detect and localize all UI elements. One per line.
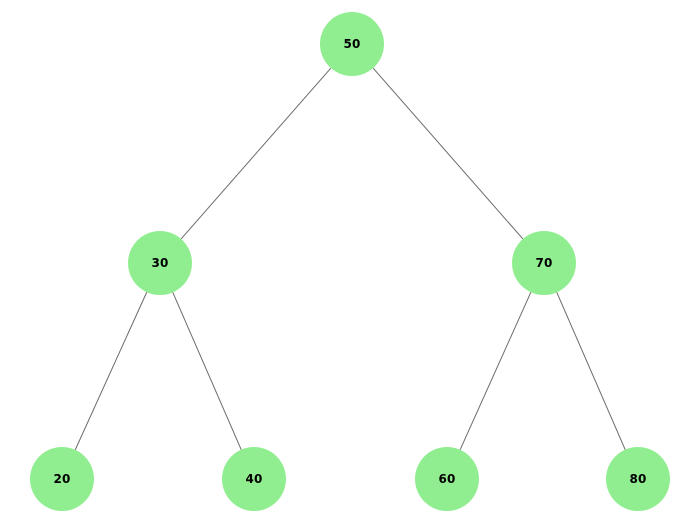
- tree-node-label: 40: [245, 472, 263, 486]
- tree-edge: [372, 67, 524, 240]
- tree-edge: [556, 292, 626, 450]
- tree-node-label: 20: [53, 472, 71, 486]
- tree-edge: [459, 291, 532, 451]
- tree-node[interactable]: 60: [415, 447, 479, 511]
- tree-node-label: 80: [629, 472, 647, 486]
- tree-edge: [172, 292, 242, 450]
- tree-edge: [180, 67, 332, 240]
- tree-node-label: 70: [535, 256, 553, 270]
- tree-node[interactable]: 40: [222, 447, 286, 511]
- tree-node[interactable]: 80: [606, 447, 670, 511]
- tree-node-label: 60: [438, 472, 456, 486]
- tree-node[interactable]: 30: [128, 231, 192, 295]
- tree-node[interactable]: 20: [30, 447, 94, 511]
- tree-node[interactable]: 50: [320, 12, 384, 76]
- tree-node-label: 30: [151, 256, 169, 270]
- tree-edge: [74, 291, 148, 451]
- tree-node[interactable]: 70: [512, 231, 576, 295]
- tree-node-label: 50: [343, 37, 361, 51]
